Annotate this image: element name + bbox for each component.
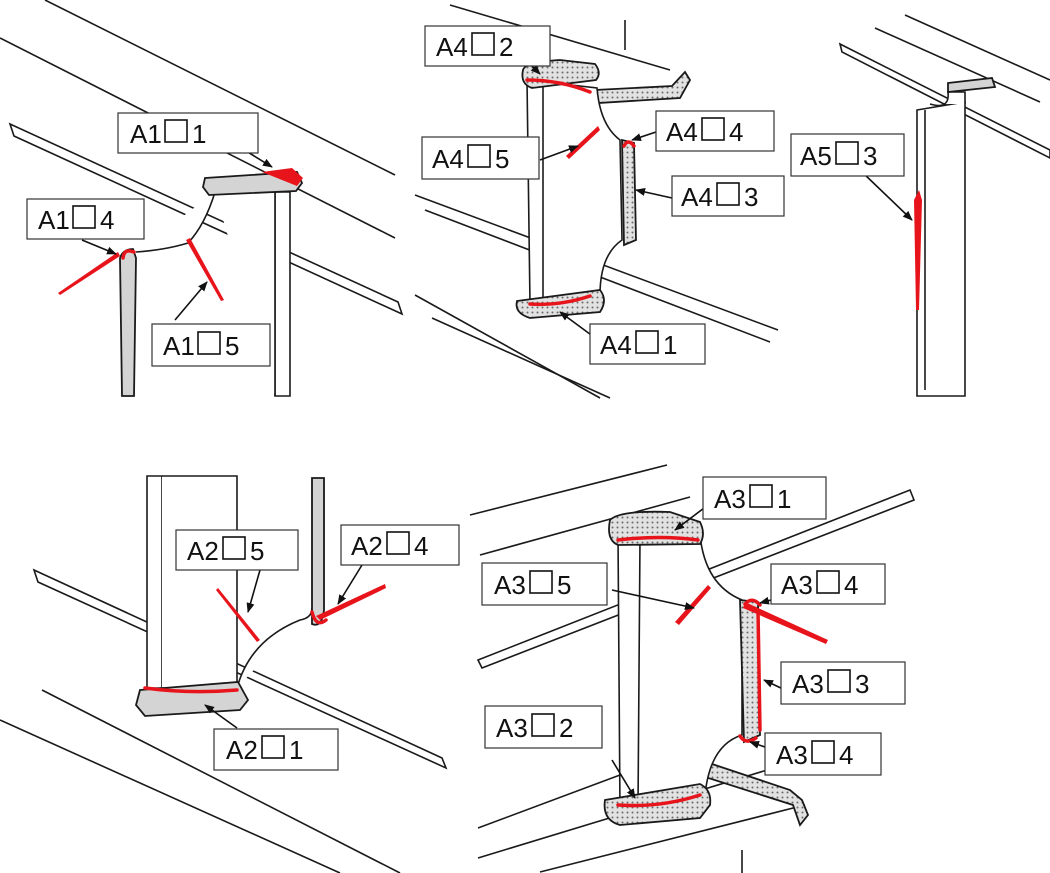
label-a4-5: A4 5 [421, 136, 540, 180]
label-a3-4-lower: A3 4 [764, 732, 882, 776]
label-a3-2: A3 2 [484, 705, 603, 749]
label-a4-3-suffix: 3 [744, 182, 758, 212]
square-glyph-icon [197, 331, 221, 355]
label-a3-3-suffix: 3 [855, 669, 869, 699]
square-glyph-icon [816, 570, 840, 594]
square-glyph-icon [531, 713, 555, 737]
label-a3-3-prefix: A3 [792, 669, 824, 699]
label-a1-1-prefix: A1 [130, 119, 162, 149]
label-a1-1: A1 1 [117, 112, 259, 154]
label-a2-4: A2 4 [340, 524, 460, 566]
label-a1-5-prefix: A1 [163, 331, 195, 361]
label-a4-4-prefix: A4 [666, 117, 698, 147]
label-a3-2-prefix: A3 [496, 713, 528, 743]
label-a3-1: A3 1 [702, 476, 827, 520]
label-a3-4-upper-suffix: 4 [844, 570, 858, 600]
square-glyph-icon [749, 484, 773, 508]
label-a4-5-suffix: 5 [495, 144, 509, 174]
label-a3-3: A3 3 [780, 661, 906, 705]
square-glyph-icon [635, 330, 659, 354]
square-glyph-icon [471, 32, 495, 56]
square-glyph-icon [811, 740, 835, 764]
label-a3-1-suffix: 1 [777, 484, 791, 514]
label-a2-4-suffix: 4 [414, 531, 428, 561]
label-a3-5: A3 5 [481, 562, 608, 606]
square-glyph-icon [72, 205, 96, 229]
label-a5-3-prefix: A5 [800, 141, 832, 171]
label-a4-5-prefix: A4 [432, 144, 464, 174]
label-a4-4: A4 4 [655, 110, 775, 152]
label-a1-4: A1 4 [26, 198, 145, 240]
square-glyph-icon [716, 182, 740, 206]
label-a1-1-suffix: 1 [192, 119, 206, 149]
label-a2-5-prefix: A2 [187, 536, 219, 566]
label-a3-2-suffix: 2 [559, 713, 573, 743]
label-a5-3: A5 3 [790, 133, 905, 177]
label-a4-3: A4 3 [671, 175, 785, 217]
label-a1-4-suffix: 4 [100, 205, 114, 235]
label-a3-1-prefix: A3 [714, 484, 746, 514]
square-glyph-icon [164, 119, 188, 143]
square-glyph-icon [529, 570, 553, 594]
label-a2-1-prefix: A2 [226, 735, 258, 765]
square-glyph-icon [222, 536, 246, 560]
square-glyph-icon [827, 669, 851, 693]
square-glyph-icon [701, 117, 725, 141]
panel-a2 [0, 475, 448, 873]
panel-a5 [838, 14, 1050, 397]
panel-a3 [469, 464, 916, 873]
label-a3-4-lower-suffix: 4 [839, 740, 853, 770]
label-a4-2-prefix: A4 [436, 32, 468, 62]
label-a4-4-suffix: 4 [729, 117, 743, 147]
label-a1-5: A1 5 [151, 323, 271, 367]
label-a3-5-prefix: A3 [494, 570, 526, 600]
square-glyph-icon [386, 531, 410, 555]
label-a4-2: A4 2 [424, 25, 551, 67]
label-a4-3-prefix: A4 [681, 182, 713, 212]
label-a2-5-suffix: 5 [250, 536, 264, 566]
label-a2-4-prefix: A2 [351, 531, 383, 561]
panel-a1 [0, 0, 404, 397]
label-a2-1-suffix: 1 [289, 735, 303, 765]
square-glyph-icon [261, 735, 285, 759]
label-a3-4-upper-prefix: A3 [781, 570, 813, 600]
label-a5-3-suffix: 3 [863, 141, 877, 171]
label-a2-1: A2 1 [213, 728, 339, 771]
label-a1-4-prefix: A1 [38, 205, 70, 235]
label-a3-5-suffix: 5 [557, 570, 571, 600]
label-a4-1-suffix: 1 [663, 330, 677, 360]
label-a4-1-prefix: A4 [600, 330, 632, 360]
label-a3-4-lower-prefix: A3 [776, 740, 808, 770]
label-a4-2-suffix: 2 [499, 32, 513, 62]
square-glyph-icon [467, 144, 491, 168]
square-glyph-icon [835, 141, 859, 165]
label-a2-5: A2 5 [175, 529, 299, 571]
label-a1-5-suffix: 5 [225, 331, 239, 361]
label-a4-1: A4 1 [589, 323, 706, 365]
label-a3-4-upper: A3 4 [770, 563, 886, 605]
